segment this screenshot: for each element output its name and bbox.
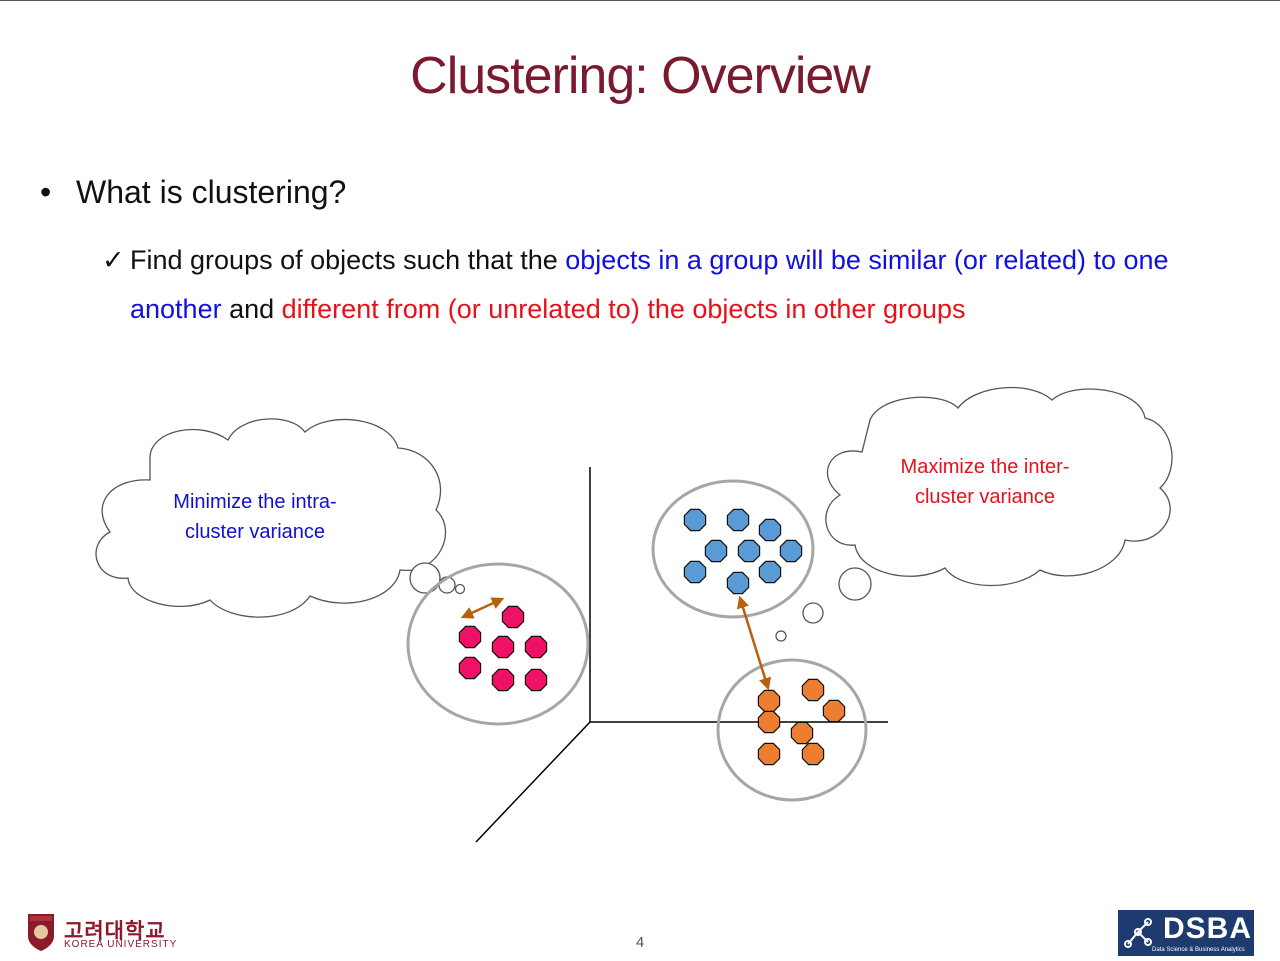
blue-point-3	[758, 518, 782, 542]
blue-point-4	[704, 539, 728, 563]
orange-cluster-points	[757, 678, 846, 766]
orange-point-7	[801, 742, 825, 766]
blue-point-9	[726, 571, 750, 595]
sub-text-part2: and	[221, 294, 282, 324]
orange-point-3	[822, 699, 846, 723]
pink-point-5	[458, 656, 482, 680]
pink-point-6	[491, 668, 515, 692]
pink-point-3	[491, 635, 515, 659]
sub-text-red: different from (or unrelated to) the obj…	[281, 294, 966, 324]
korea-university-crest-icon	[28, 914, 54, 951]
blue-cluster-outline	[651, 479, 815, 619]
right-thought-line2: cluster variance	[914, 486, 1056, 508]
sub-bullet-text: Find groups of objects such that the obj…	[130, 236, 1252, 334]
orange-point-2	[757, 689, 781, 713]
thought-bubble-large	[409, 562, 441, 594]
pink-point-7	[524, 668, 548, 692]
university-name-english: KOREA UNIVERSITY	[64, 939, 178, 950]
pink-point-2	[458, 625, 482, 649]
blue-point-6	[779, 539, 803, 563]
intra-cluster-arrow	[460, 597, 505, 619]
top-border	[0, 0, 1280, 1]
sub-text-part1: Find groups of objects such that the	[130, 245, 566, 275]
pink-point-1	[501, 605, 525, 629]
page-number: 4	[635, 934, 645, 951]
blue-point-2	[726, 508, 750, 532]
orange-point-1	[801, 678, 825, 702]
bullet-marker: •	[40, 174, 52, 210]
bullet-item: • What is clustering?	[40, 174, 346, 211]
right-thought-line1: Maximize the inter-	[900, 456, 1070, 478]
sub-bullet: ✓ Find groups of objects such that the o…	[102, 236, 1252, 334]
pink-cluster-outline	[406, 562, 590, 726]
pink-cluster-points	[458, 605, 548, 692]
blue-point-8	[758, 560, 782, 584]
university-name-korean: 고려대학교	[64, 920, 166, 943]
orange-point-6	[757, 742, 781, 766]
blue-point-1	[683, 508, 707, 532]
thought-bubble-medium	[802, 602, 824, 624]
left-thought-cloud	[95, 418, 466, 618]
orange-cluster-outline	[716, 658, 868, 802]
slide-title: Clustering: Overview	[410, 47, 871, 105]
right-thought-cloud	[775, 386, 1173, 642]
sub-text-blue: objects in a group will be similar (or r…	[130, 245, 1169, 324]
dsba-logo	[1118, 910, 1254, 956]
left-thought-line2: cluster variance	[184, 521, 326, 543]
left-thought-line1: Minimize the intra-	[173, 491, 337, 513]
thought-bubble-small	[454, 583, 466, 595]
right-thought-text: Maximize the inter- cluster variance	[855, 452, 1115, 512]
network-icon	[1124, 918, 1152, 948]
z-axis	[475, 721, 591, 843]
blue-point-5	[737, 539, 761, 563]
orange-point-5	[790, 721, 814, 745]
dsba-logo-subtext: Data Science & Business Analytics	[1152, 947, 1245, 953]
thought-bubble-large	[838, 567, 872, 601]
checkmark-icon: ✓	[102, 245, 125, 275]
pink-point-4	[524, 635, 548, 659]
thought-bubble-small	[775, 630, 787, 642]
left-thought-text: Minimize the intra- cluster variance	[130, 487, 380, 547]
blue-point-7	[683, 560, 707, 584]
orange-point-4	[757, 710, 781, 734]
blue-cluster-points	[683, 508, 803, 595]
bullet-text: What is clustering?	[76, 174, 347, 210]
dsba-logo-text: DSBA	[1163, 912, 1253, 945]
inter-cluster-arrow	[737, 595, 771, 691]
